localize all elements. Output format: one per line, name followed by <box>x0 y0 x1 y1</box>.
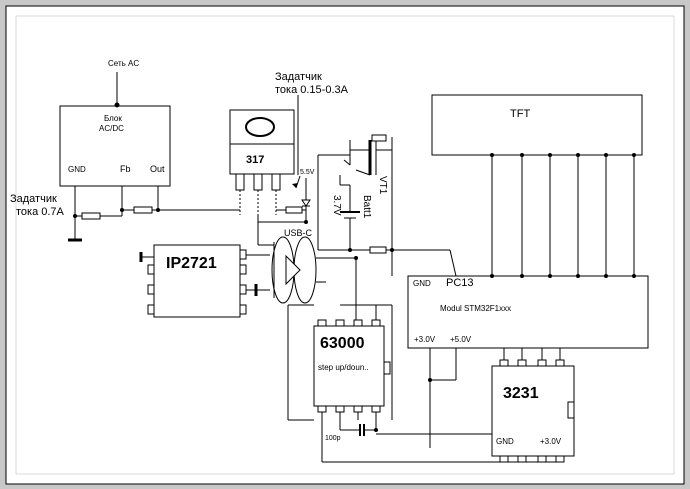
junction-dots <box>73 153 636 432</box>
converter-label: 63000 <box>320 335 365 352</box>
capacitor-label: 100p <box>325 435 341 442</box>
rtc-label: 3231 <box>503 385 539 402</box>
resistor-batt <box>369 246 387 254</box>
acdc-block <box>59 72 171 187</box>
mcu-pin-gnd: GND <box>413 279 431 288</box>
resistor-current-set <box>285 206 303 214</box>
rtc-pin-3v: +3.0V <box>540 437 562 446</box>
battery-label: Batt1 <box>361 195 372 219</box>
resistor-fb <box>133 206 153 214</box>
current-setter-top-line1: Задатчик <box>275 71 322 83</box>
resistor-left <box>81 212 101 220</box>
transistor-label: VT1 <box>377 176 388 195</box>
acdc-title-line1: Блок <box>104 114 122 123</box>
acdc-pin-out: Out <box>150 164 165 174</box>
mcu-module <box>407 275 649 349</box>
charger-ic-label: IP2721 <box>166 255 217 272</box>
current-setter-top-line2: тока 0.15-0.3A <box>275 84 349 96</box>
acdc-box <box>59 105 171 187</box>
mcu-pin-3v: +3.0V <box>414 335 436 344</box>
charger-ip2721 <box>139 244 247 318</box>
regulator-label: 317 <box>246 154 264 166</box>
sheet-frame <box>5 5 685 485</box>
tft-display <box>431 94 643 276</box>
converter-63000 <box>313 319 391 413</box>
mains-label: Сеть AC <box>108 59 139 68</box>
usb-c-label: USB-C <box>284 228 313 238</box>
converter-sublabel: step up/doun.. <box>318 363 369 372</box>
acdc-pin-gnd: GND <box>68 165 86 174</box>
rtc-3231 <box>491 359 575 463</box>
acdc-title-line2: AC/DC <box>99 124 124 133</box>
mcu-label: Modul STM32F1xxx <box>440 304 511 313</box>
regulator-317 <box>229 109 295 215</box>
zener-voltage-label: 5.5V <box>300 169 315 176</box>
current-setter-left-line2: тока 0.7A <box>16 206 65 218</box>
tft-label: TFT <box>510 108 530 120</box>
rtc-pin-gnd: GND <box>496 437 514 446</box>
mcu-pin-5v: +5.0V <box>450 335 472 344</box>
sheet-margin <box>15 15 675 475</box>
current-setter-left-line1: Задатчик <box>10 193 57 205</box>
battery-voltage-label: 3.7V <box>331 195 342 216</box>
acdc-pin-fb: Fb <box>120 164 131 174</box>
mcu-pin-pc13: PC13 <box>446 277 474 289</box>
usb-c-connector <box>271 236 317 304</box>
transistor-vt1 <box>343 134 393 252</box>
battery-batt1 <box>340 185 360 250</box>
